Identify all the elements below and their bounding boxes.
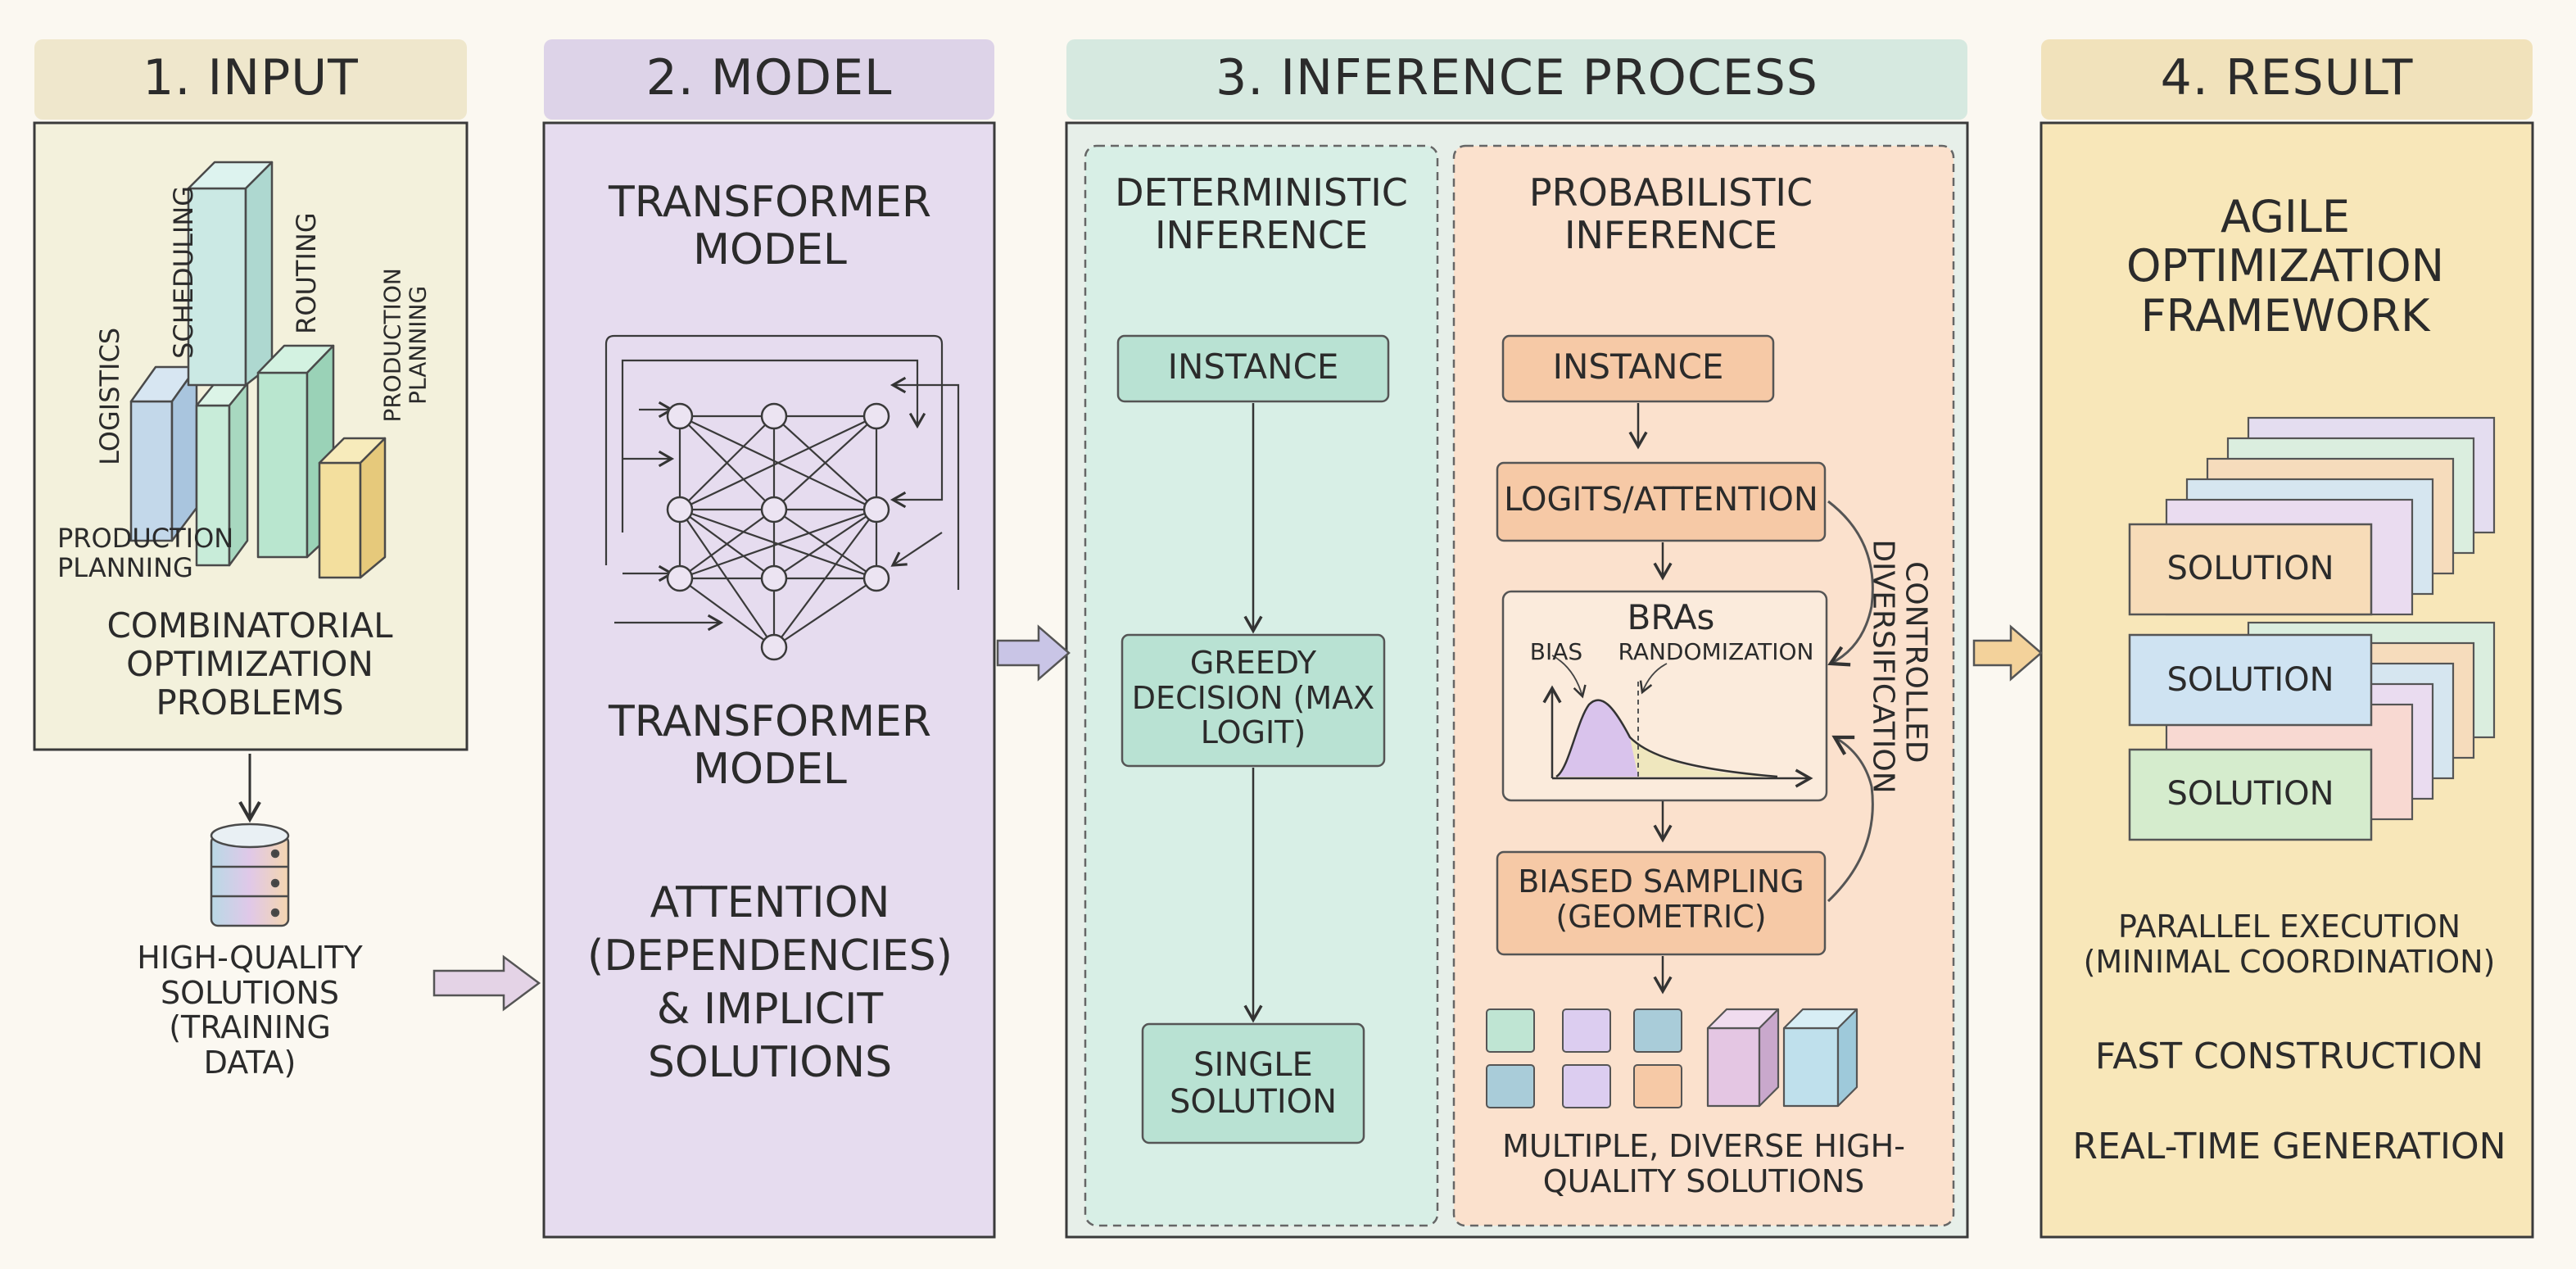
randomization-label: RANDOMIZATION bbox=[1618, 638, 1814, 665]
prob-instance-box bbox=[1501, 334, 1775, 403]
database-icon bbox=[210, 823, 290, 927]
parallel-execution-label: PARALLEL EXECUTION (MINIMAL COORDINATION… bbox=[2083, 909, 2496, 980]
multiple-solutions-label: MULTIPLE, DIVERSE HIGH-QUALITY SOLUTIONS bbox=[1502, 1128, 1905, 1199]
arrow-model-to-inference bbox=[996, 624, 1071, 682]
solution-squares bbox=[1486, 1008, 1682, 1108]
bar-production-front bbox=[318, 461, 362, 579]
sampling-box bbox=[1496, 850, 1827, 956]
probabilistic-title: PROBABILISTIC INFERENCE bbox=[1528, 170, 1813, 257]
result-solution-card-2 bbox=[2128, 633, 2373, 727]
result-header: 4. RESULT bbox=[2160, 49, 2414, 107]
bar-logistics-front bbox=[129, 400, 174, 542]
realtime-generation-label: REAL-TIME GENERATION bbox=[2072, 1126, 2506, 1167]
inference-header: 3. INFERENCE PROCESS bbox=[1216, 49, 1818, 107]
det-single-box bbox=[1141, 1022, 1365, 1144]
bar-production-side bbox=[359, 437, 387, 579]
model-subtitle: TRANSFORMER MODEL bbox=[608, 697, 932, 795]
bar-label-logistics: LOGISTICS bbox=[94, 327, 126, 465]
prob-logits-label: LOGITS/ATTENTION bbox=[1504, 481, 1818, 519]
prob-logits-box bbox=[1496, 461, 1827, 542]
det-single-label: SINGLE SOLUTION bbox=[1169, 1046, 1338, 1121]
det-instance-box bbox=[1116, 334, 1390, 403]
production-planning-label: PRODUCTION PLANNING bbox=[57, 523, 234, 583]
diversification-label: CONTROLLED DIVERSIFICATION bbox=[1866, 539, 1933, 794]
arrow-input-to-model bbox=[432, 954, 541, 1012]
input-header: 1. INPUT bbox=[143, 49, 359, 107]
bar-small-side bbox=[228, 382, 249, 567]
bar-label-routing: ROUTING bbox=[291, 212, 323, 334]
result-solution-label-2: SOLUTION bbox=[2166, 661, 2334, 699]
result-header-band bbox=[2041, 39, 2533, 120]
bar-label-scheduling: SCHEDULING bbox=[168, 185, 200, 359]
deterministic-title: DETERMINISTIC INFERENCE bbox=[1115, 170, 1408, 257]
feedback-arrow-bottom bbox=[1827, 735, 1874, 903]
network-nodes bbox=[666, 402, 890, 661]
solution-cubes bbox=[1706, 1008, 1858, 1108]
bar-label-production: PRODUCTION PLANNING bbox=[378, 268, 432, 423]
bras-label: BRAs bbox=[1627, 597, 1715, 637]
prob-instance-label: INSTANCE bbox=[1552, 347, 1724, 387]
model-header-band bbox=[544, 39, 994, 120]
training-data-caption: HIGH-QUALITY SOLUTIONS (TRAINING DATA) bbox=[137, 940, 363, 1081]
sampling-label: BIASED SAMPLING (GEOMETRIC) bbox=[1518, 863, 1804, 935]
det-greedy-label: GREEDY DECISION (MAX LOGIT) bbox=[1131, 645, 1375, 751]
result-solution-label-1: SOLUTION bbox=[2166, 550, 2334, 587]
bias-label: BIAS bbox=[1529, 638, 1583, 665]
distribution-plot bbox=[1542, 655, 1813, 788]
fast-construction-label: FAST CONSTRUCTION bbox=[2094, 1036, 2484, 1077]
result-solution-card-1 bbox=[2128, 523, 2373, 616]
model-panel bbox=[542, 121, 996, 1239]
result-title: AGILE OPTIMIZATION FRAMEWORK bbox=[2126, 191, 2445, 342]
result-solution-label-3: SOLUTION bbox=[2166, 775, 2334, 813]
feedback-arrow-top bbox=[1827, 500, 1874, 667]
bar-routing-front bbox=[256, 371, 309, 559]
input-caption: COMBINATORIAL OPTIMIZATION PROBLEMS bbox=[106, 605, 393, 723]
inference-header-band bbox=[1066, 39, 1967, 120]
arrow-inference-to-result bbox=[1972, 624, 2043, 682]
model-title: TRANSFORMER MODEL bbox=[608, 178, 932, 275]
model-header: 2. MODEL bbox=[645, 49, 893, 107]
attention-text: ATTENTION (DEPENDENCIES) & IMPLICIT SOLU… bbox=[587, 878, 953, 1087]
det-greedy-box bbox=[1120, 633, 1386, 768]
result-solution-card-3 bbox=[2128, 748, 2373, 841]
input-header-band bbox=[34, 39, 467, 120]
det-instance-label: INSTANCE bbox=[1167, 347, 1339, 387]
randomization-region bbox=[1630, 737, 1777, 777]
bar-scheduling-side bbox=[244, 161, 274, 387]
bias-region bbox=[1556, 700, 1638, 777]
bar-chart-illustration bbox=[129, 161, 387, 579]
